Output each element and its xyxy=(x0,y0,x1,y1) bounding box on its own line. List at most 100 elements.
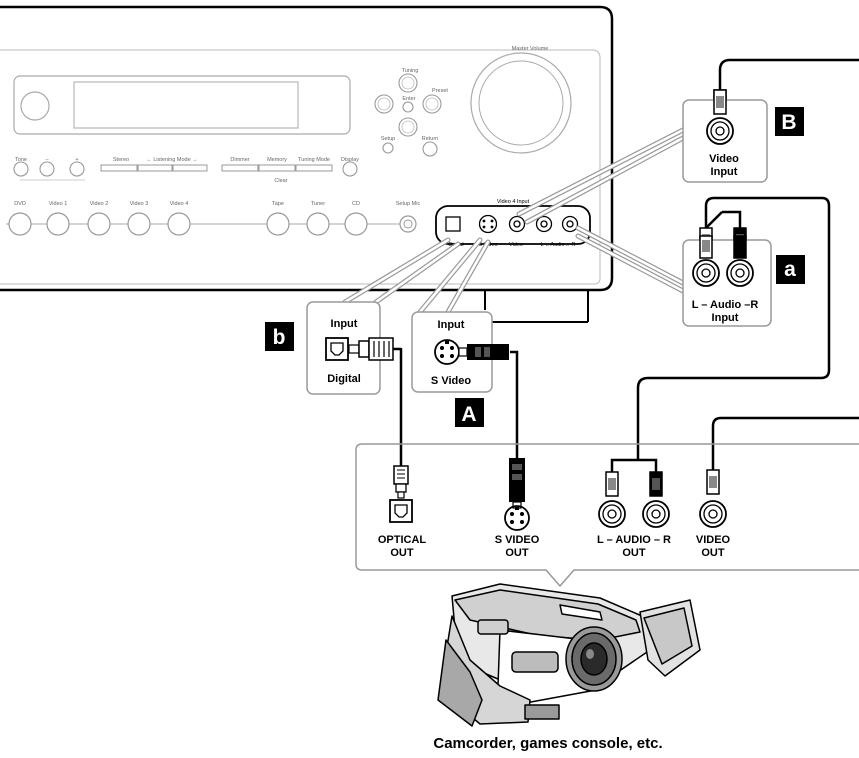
badge-A: A xyxy=(455,398,484,427)
svg-text:Video 4 Input: Video 4 Input xyxy=(497,199,530,205)
audio-out-connectors xyxy=(598,471,670,528)
optical-out-jack[interactable] xyxy=(389,499,413,523)
badge-a: a xyxy=(776,255,805,284)
tuning-mode-button[interactable] xyxy=(295,164,333,172)
svg-text:Tuning Mode: Tuning Mode xyxy=(298,157,330,163)
svg-text:Tuning: Tuning xyxy=(402,68,419,74)
input-selector-button[interactable] xyxy=(266,212,290,236)
svg-text:S VIDEO: S VIDEO xyxy=(495,534,540,546)
svg-text:Clear: Clear xyxy=(274,178,287,184)
master-volume-knob[interactable] xyxy=(470,52,572,154)
s-video-out-jack[interactable] xyxy=(504,505,530,531)
memory-button[interactable] xyxy=(258,164,296,172)
audio-l-input-jack[interactable] xyxy=(692,259,720,287)
input-selector-label: CD xyxy=(352,201,360,207)
input-selector-button[interactable] xyxy=(399,215,417,233)
badge-B: B xyxy=(775,107,804,136)
standby-button[interactable] xyxy=(20,91,50,121)
svg-text:← Listening Mode →: ← Listening Mode → xyxy=(146,157,197,163)
svg-text:L ←Audio→ R: L ←Audio→ R xyxy=(541,242,576,248)
listening-mode-prev-button[interactable] xyxy=(137,164,173,172)
s-video-plug-input xyxy=(458,344,509,360)
svg-text:VIDEO: VIDEO xyxy=(696,534,731,546)
s-video-jack-front[interactable] xyxy=(478,214,498,234)
tuning-up-button[interactable] xyxy=(398,73,418,93)
input-selector-label: Video 4 xyxy=(170,201,189,207)
enter-button[interactable] xyxy=(402,101,414,113)
input-selector-button[interactable] xyxy=(167,212,191,236)
tuning-down-button[interactable] xyxy=(398,117,418,137)
av-receiver: Master Volume Tuning Enter Preset Setup … xyxy=(0,5,614,323)
input-selector-button[interactable] xyxy=(306,212,330,236)
display-button[interactable] xyxy=(342,161,358,177)
cables xyxy=(399,58,859,480)
svg-text:Setup: Setup xyxy=(381,136,395,142)
right-button[interactable] xyxy=(422,94,442,114)
input-selector-label: Tuner xyxy=(311,201,325,207)
svg-text:OUT: OUT xyxy=(701,547,725,559)
input-selector-label: DVD xyxy=(14,201,26,207)
svg-text:Digital: Digital xyxy=(327,373,361,385)
svg-text:–: – xyxy=(45,157,49,163)
svg-text:Tone: Tone xyxy=(15,157,27,163)
stereo-button[interactable] xyxy=(100,164,138,172)
setup-mic-jack xyxy=(403,219,413,229)
svg-text:L – Audio –R: L – Audio –R xyxy=(692,299,759,311)
svg-text:Input: Input xyxy=(711,166,738,178)
minus-button[interactable] xyxy=(39,161,55,177)
audio-r-input-jack[interactable] xyxy=(726,259,754,287)
input-selector-label: Video 2 xyxy=(90,201,109,207)
audio-r-jack-front[interactable] xyxy=(561,215,579,233)
audio-l-jack-front[interactable] xyxy=(535,215,553,233)
svg-text:Video: Video xyxy=(509,242,523,248)
tone-button[interactable] xyxy=(13,161,29,177)
audio-l-out-jack[interactable] xyxy=(598,500,626,528)
input-selector-button[interactable] xyxy=(8,212,32,236)
svg-text:Display: Display xyxy=(341,157,359,163)
svg-text:A: A xyxy=(461,403,476,426)
setup-button[interactable] xyxy=(382,142,394,154)
input-selector-button[interactable] xyxy=(344,212,368,236)
left-button[interactable] xyxy=(374,94,394,114)
svg-text:Input: Input xyxy=(331,318,358,330)
svg-text:a: a xyxy=(784,258,796,281)
svg-text:Preset: Preset xyxy=(432,88,448,94)
svg-text:OPTICAL: OPTICAL xyxy=(378,534,427,546)
s-video-input-box: Input S Video xyxy=(411,311,493,393)
device-output-panel: OPTICAL OUT S VIDEO OUT L xyxy=(355,443,859,588)
caption: Camcorder, games console, etc. xyxy=(433,735,662,752)
video-input-box: Video Input xyxy=(682,89,768,183)
badge-b: b xyxy=(265,322,294,351)
audio-r-out-jack[interactable] xyxy=(642,500,670,528)
svg-text:Dimmer: Dimmer xyxy=(230,157,249,163)
audio-input-box: L – Audio –R Input xyxy=(682,235,772,327)
input-selector-button[interactable] xyxy=(46,212,70,236)
svg-text:Enter: Enter xyxy=(402,96,415,102)
input-selector-button[interactable] xyxy=(127,212,151,236)
optical-input-jack[interactable] xyxy=(325,337,349,361)
svg-text:Input: Input xyxy=(712,312,739,324)
svg-text:Memory: Memory xyxy=(267,157,287,163)
input-selector-button[interactable] xyxy=(87,212,111,236)
return-button[interactable] xyxy=(422,141,438,157)
svg-text:+: + xyxy=(75,157,78,163)
svg-text:S Video: S Video xyxy=(431,375,471,387)
listening-mode-next-button[interactable] xyxy=(172,164,208,172)
input-selector-label: Video 3 xyxy=(130,201,149,207)
digital-input-box: Input Digital xyxy=(306,301,381,395)
input-selector-label: Setup Mic xyxy=(396,201,421,207)
video-out-connector xyxy=(699,469,727,528)
video-jack-front[interactable] xyxy=(508,215,526,233)
video-input-jack[interactable] xyxy=(706,117,734,145)
optical-jack-front[interactable] xyxy=(445,216,461,232)
input-selector-label: Tape xyxy=(272,201,284,207)
optical-out-connector xyxy=(389,465,413,523)
svg-text:Stereo: Stereo xyxy=(113,157,129,163)
plus-button[interactable] xyxy=(69,161,85,177)
camcorder-illustration xyxy=(437,583,701,727)
svg-text:OUT: OUT xyxy=(505,547,529,559)
video-out-jack[interactable] xyxy=(699,500,727,528)
dimmer-button[interactable] xyxy=(221,164,259,172)
